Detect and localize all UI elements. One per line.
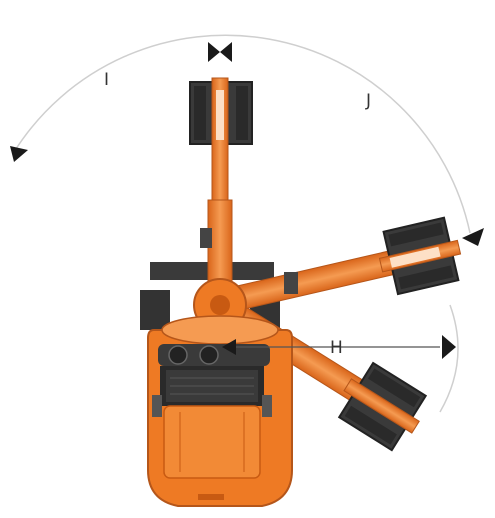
swing-arc: [13, 34, 471, 234]
center-arrow-left: [208, 42, 220, 62]
left-arc-arrow: [10, 146, 28, 162]
label-i: I: [104, 70, 109, 90]
label-h: H: [330, 338, 343, 358]
engine-cover: [163, 405, 261, 479]
h-arrow-right: [442, 335, 456, 359]
right-arc-arrow: [462, 228, 484, 246]
rear-track-left: [140, 290, 170, 330]
h-arrow-left: [222, 339, 236, 355]
gauge-center: [199, 345, 219, 365]
rear-emblem: [198, 494, 224, 500]
gauge-left: [168, 345, 188, 365]
label-j: J: [365, 91, 371, 111]
center-arrow-right: [220, 42, 232, 62]
side-arc: [439, 304, 459, 413]
right-arm: [226, 216, 462, 313]
machine-body: [147, 315, 293, 507]
